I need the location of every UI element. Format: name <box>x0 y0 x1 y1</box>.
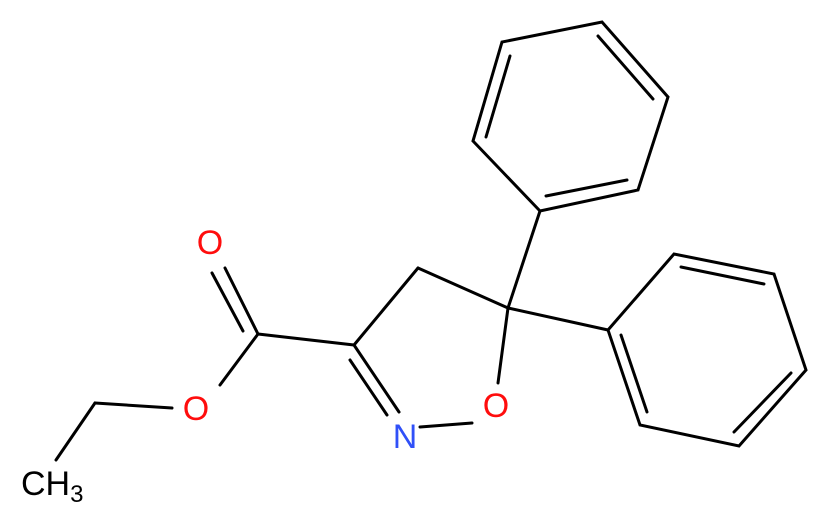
phenyl-ring-lower <box>606 252 808 448</box>
bond-c5-oring <box>496 306 510 385</box>
bond-c5-phenyl-upper <box>506 209 542 310</box>
atom-carbonyl-oxygen: O <box>197 224 223 262</box>
bond-c5-phenyl-lower <box>506 306 610 332</box>
bond-carbonyl-double-a <box>223 266 260 336</box>
atom-ester-oxygen: O <box>183 390 209 428</box>
bond-n-c3-b <box>348 358 389 417</box>
bond-oester-ccarbonyl <box>218 332 260 387</box>
bond-c3-c4 <box>352 266 420 347</box>
atom-ring-oxygen: O <box>483 387 509 425</box>
bond-carbonyl-double-b <box>210 271 245 333</box>
bond-c4-c5 <box>416 266 510 310</box>
bond-ch3-ch2 <box>54 401 97 462</box>
bond-n-c3-a <box>352 343 401 414</box>
atom-methyl-subscript: 3 <box>70 481 83 508</box>
bond-ch2-oester <box>93 401 174 410</box>
bond-oring-n <box>418 421 474 429</box>
phenyl-ring-upper <box>471 20 670 213</box>
atom-methyl-label: CH <box>21 465 70 503</box>
bond-ccarbonyl-c3 <box>256 332 356 347</box>
atom-methyl: CH3 <box>21 465 83 508</box>
atom-ring-nitrogen: N <box>393 418 418 456</box>
